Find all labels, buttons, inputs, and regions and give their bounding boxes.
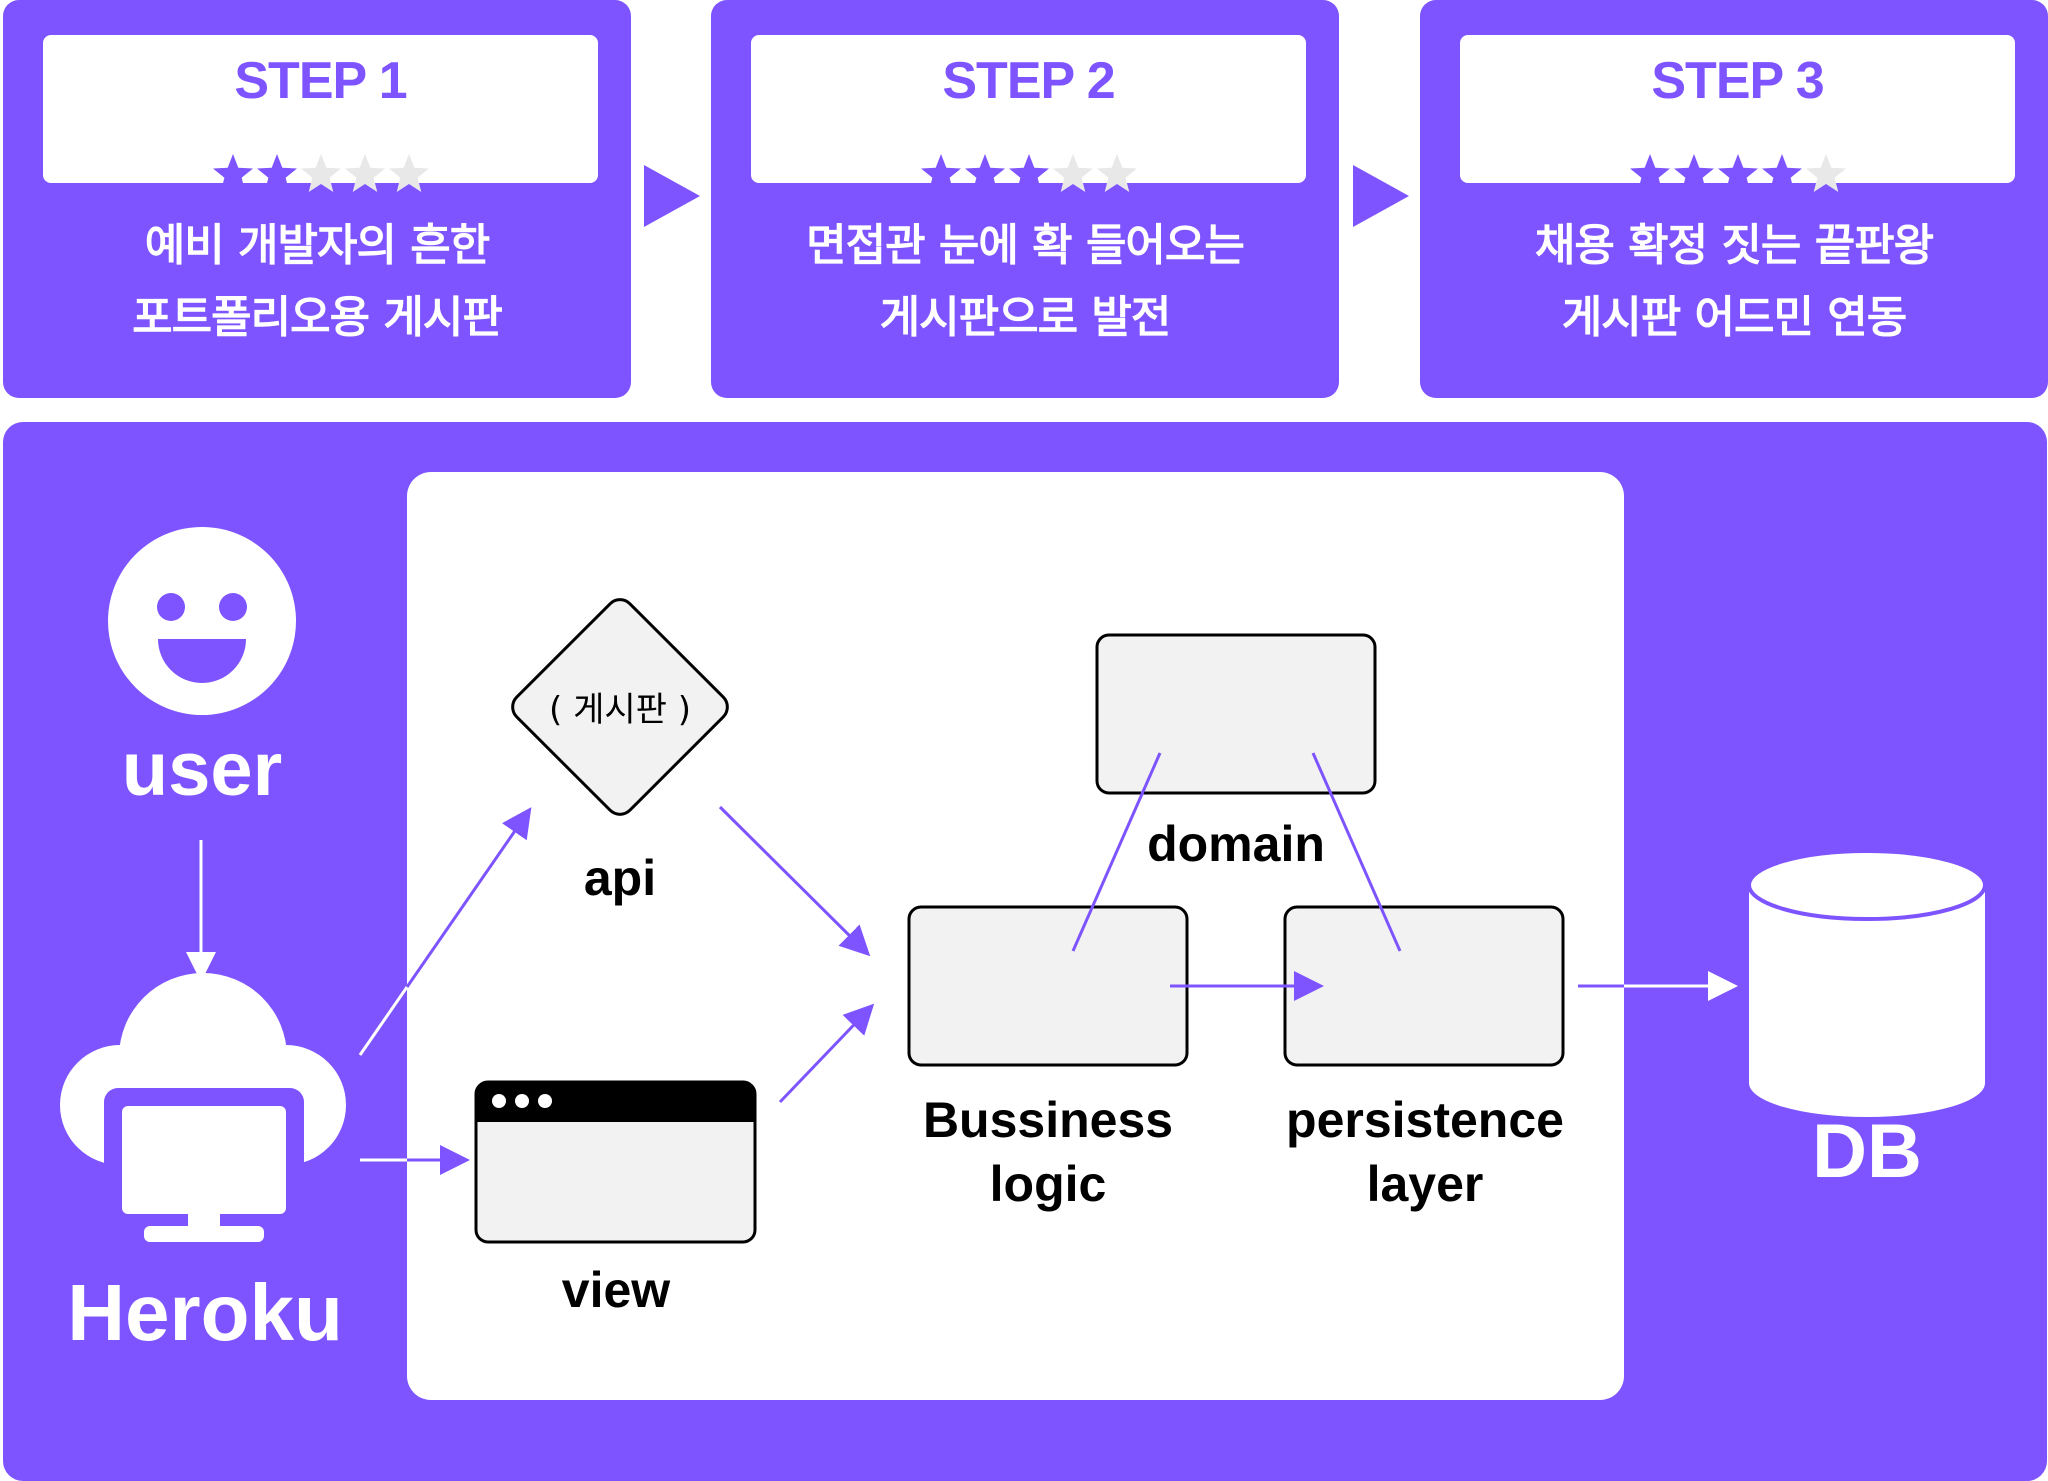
star-empty-icon [1053, 154, 1093, 192]
cloud-monitor-icon [60, 973, 346, 1242]
smiley-face-icon [108, 527, 296, 715]
persistence-layer-label-line: layer [1366, 1156, 1484, 1212]
step-card-2: STEP 2 면접관 눈에 확 들어오는 게시판으로 발전 [711, 0, 1339, 398]
star-empty-icon [389, 154, 429, 192]
business-logic-label-line: Bussiness [922, 1092, 1174, 1148]
domain-label: domain [1147, 816, 1325, 872]
star-filled-icon [965, 154, 1005, 192]
business-logic-label-line: logic [989, 1156, 1107, 1212]
arrow-right-icon [644, 165, 700, 227]
step-title: STEP 3 [1651, 52, 1824, 110]
step-desc-line: 채용 확정 짓는 끝판왕 [1534, 220, 1934, 271]
heroku-label: Heroku [67, 1268, 343, 1357]
persistence-layer-label: persistence layer [1260, 1088, 1590, 1216]
api-to-business-arrow [718, 805, 871, 957]
star-filled-icon [1718, 154, 1758, 192]
view-to-business-arrow [778, 1003, 875, 1104]
step-header: STEP 2 [751, 35, 1306, 192]
step-desc-line: 면접관 눈에 확 들어오는 [806, 220, 1245, 271]
step-card-1: STEP 1 예비 개발자의 흔한 포트폴리오용 게시판 [3, 0, 631, 398]
star-empty-icon [1097, 154, 1137, 192]
step-desc-line: 게시판으로 발전 [879, 292, 1172, 343]
business-logic-label: Bussiness logic [880, 1088, 1216, 1216]
step-header: STEP 3 [1460, 35, 2015, 192]
view-label: view [561, 1262, 671, 1318]
rating-stars [921, 154, 1137, 192]
db-label: DB [1812, 1109, 1922, 1194]
step-desc-line: 게시판 어드민 연동 [1561, 292, 1907, 343]
star-empty-icon [301, 154, 341, 192]
star-filled-icon [257, 154, 297, 192]
api-diamond [511, 598, 729, 816]
star-empty-icon [1806, 154, 1846, 192]
domain-box [1095, 633, 1377, 795]
step-title: STEP 1 [234, 52, 407, 110]
step-desc-line: 포트폴리오용 게시판 [132, 292, 503, 343]
persistence-layer-box [1283, 905, 1565, 1067]
database-cylinder-icon [1747, 849, 1987, 1117]
star-filled-icon [1009, 154, 1049, 192]
persistence-layer-label-line: persistence [1286, 1092, 1564, 1148]
step-title: STEP 2 [942, 52, 1115, 110]
step-desc-line: 예비 개발자의 흔한 [144, 220, 490, 271]
star-filled-icon [921, 154, 961, 192]
star-filled-icon [1674, 154, 1714, 192]
star-filled-icon [1630, 154, 1670, 192]
business-logic-box [907, 905, 1189, 1067]
star-empty-icon [345, 154, 385, 192]
domain-to-persistence-link [1311, 752, 1402, 952]
user-label: user [121, 727, 283, 812]
star-filled-icon [213, 154, 253, 192]
step-description: 면접관 눈에 확 들어오는 게시판으로 발전 [711, 210, 1339, 354]
browser-window-icon [474, 1080, 757, 1244]
rating-stars [1630, 154, 1846, 192]
arrow-right-icon [1353, 165, 1409, 227]
step-card-3: STEP 3 채용 확정 짓는 끝판왕 게시판 어드민 연동 [1420, 0, 2048, 398]
step-description: 채용 확정 짓는 끝판왕 게시판 어드민 연동 [1420, 210, 2048, 354]
rating-stars [213, 154, 429, 192]
step-header: STEP 1 [43, 35, 598, 192]
step-description: 예비 개발자의 흔한 포트폴리오용 게시판 [3, 210, 631, 354]
api-diamond-label: ( 게시판 ) [549, 690, 691, 730]
api-label: api [583, 850, 657, 906]
heroku-to-api-arrow [405, 807, 532, 988]
domain-to-business-link [1071, 752, 1162, 952]
star-filled-icon [1762, 154, 1802, 192]
